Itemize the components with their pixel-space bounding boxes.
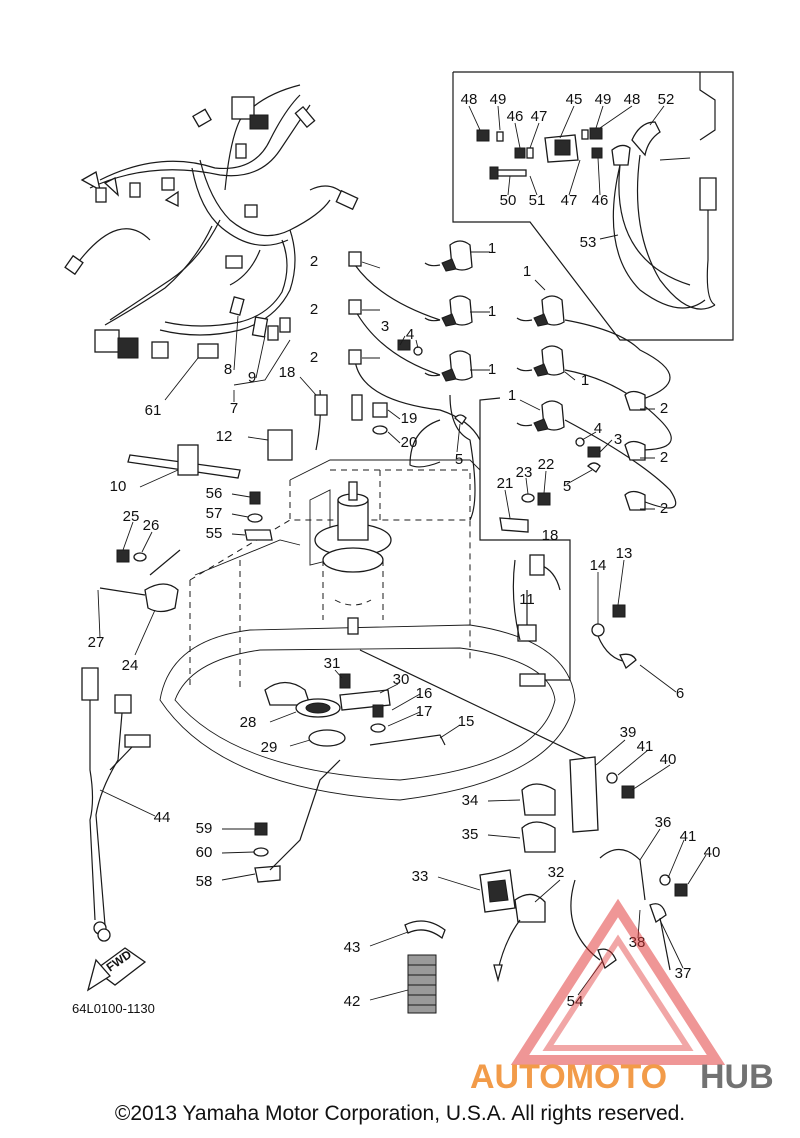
powerhead-outline	[159, 459, 576, 801]
callout-37: 37	[675, 965, 692, 982]
callout-57: 57	[206, 505, 223, 522]
callout-48: 48	[461, 91, 478, 108]
callout-58: 58	[196, 873, 213, 890]
callout-2: 2	[310, 349, 318, 366]
callout-15: 15	[458, 713, 475, 730]
callout-52: 52	[658, 91, 675, 108]
callout-59: 59	[196, 820, 213, 837]
ignition-coils	[348, 240, 677, 521]
callout-47: 47	[531, 108, 548, 125]
callout-11: 11	[519, 591, 535, 608]
callout-56: 56	[206, 485, 223, 502]
callout-3: 3	[381, 318, 389, 335]
callout-39: 39	[620, 724, 637, 741]
callout-1: 1	[488, 361, 496, 378]
callout-34: 34	[462, 792, 479, 809]
callout-61: 61	[145, 402, 162, 419]
callout-16: 16	[416, 685, 433, 702]
callout-5: 5	[563, 478, 571, 495]
callout-10: 10	[110, 478, 127, 495]
callout-12: 12	[216, 428, 233, 445]
callout-42: 42	[344, 993, 361, 1010]
callout-14: 14	[590, 557, 607, 574]
callout-49: 49	[490, 91, 507, 108]
brand-part2: HUB	[700, 1058, 774, 1096]
callout-7: 7	[230, 400, 238, 417]
inset-detail	[452, 71, 734, 341]
callout-41: 41	[637, 738, 654, 755]
callout-46: 46	[507, 108, 524, 125]
callout-4: 4	[406, 326, 414, 343]
diagram-code: 64L0100-1130	[72, 1001, 155, 1016]
watermark-logo: AUTOMOTO HUB	[470, 898, 774, 1096]
callout-28: 28	[240, 714, 257, 731]
callout-13: 13	[616, 545, 633, 562]
callout-6: 6	[676, 685, 684, 702]
fwd-arrow: FWD	[86, 947, 147, 992]
callout-1: 1	[508, 387, 516, 404]
callout-27: 27	[88, 634, 105, 651]
wire-harness	[64, 84, 359, 402]
left-components	[81, 376, 677, 942]
callout-30: 30	[393, 671, 410, 688]
callout-60: 60	[196, 844, 213, 861]
callout-49: 49	[595, 91, 612, 108]
callout-1: 1	[488, 240, 496, 257]
callout-50: 50	[500, 192, 517, 209]
callout-4: 4	[594, 420, 602, 437]
callout-48: 48	[624, 91, 641, 108]
callout-43: 43	[344, 939, 361, 956]
callout-25: 25	[123, 508, 140, 525]
callout-41: 41	[680, 828, 697, 845]
callout-17: 17	[416, 703, 433, 720]
callout-18: 18	[542, 527, 559, 544]
callout-3: 3	[614, 431, 622, 448]
callout-20: 20	[401, 434, 418, 451]
callout-32: 32	[548, 864, 565, 881]
callout-46: 46	[592, 192, 609, 209]
callout-33: 33	[412, 868, 429, 885]
callout-1: 1	[523, 263, 531, 280]
callout-21: 21	[497, 475, 514, 492]
callout-29: 29	[261, 739, 278, 756]
callout-40: 40	[660, 751, 677, 768]
callout-40: 40	[704, 844, 721, 861]
callout-2: 2	[660, 449, 668, 466]
callout-1: 1	[581, 372, 589, 389]
callout-26: 26	[143, 517, 160, 534]
callout-35: 35	[462, 826, 479, 843]
callout-23: 23	[516, 464, 533, 481]
callout-51: 51	[529, 192, 546, 209]
callout-31: 31	[324, 655, 341, 672]
callout-2: 2	[310, 301, 318, 318]
callout-22: 22	[538, 456, 555, 473]
callout-53: 53	[580, 234, 597, 251]
callout-24: 24	[122, 657, 139, 674]
callout-44: 44	[154, 809, 171, 826]
callout-1: 1	[488, 303, 496, 320]
copyright-notice: ©2013 Yamaha Motor Corporation, U.S.A. A…	[114, 1102, 686, 1125]
callout-2: 2	[310, 253, 318, 270]
callout-36: 36	[655, 814, 672, 831]
callout-45: 45	[566, 91, 583, 108]
relay-components	[359, 649, 707, 1014]
callout-19: 19	[401, 410, 418, 427]
callout-55: 55	[206, 525, 223, 542]
callout-54: 54	[567, 993, 584, 1010]
callout-18: 18	[279, 364, 296, 381]
callout-2: 2	[660, 500, 668, 517]
brand-part1: AUTOMOTO	[470, 1058, 667, 1096]
callout-9: 9	[248, 369, 256, 386]
callout-8: 8	[224, 361, 232, 378]
callout-47: 47	[561, 192, 578, 209]
callout-2: 2	[660, 400, 668, 417]
callout-5: 5	[455, 451, 463, 468]
